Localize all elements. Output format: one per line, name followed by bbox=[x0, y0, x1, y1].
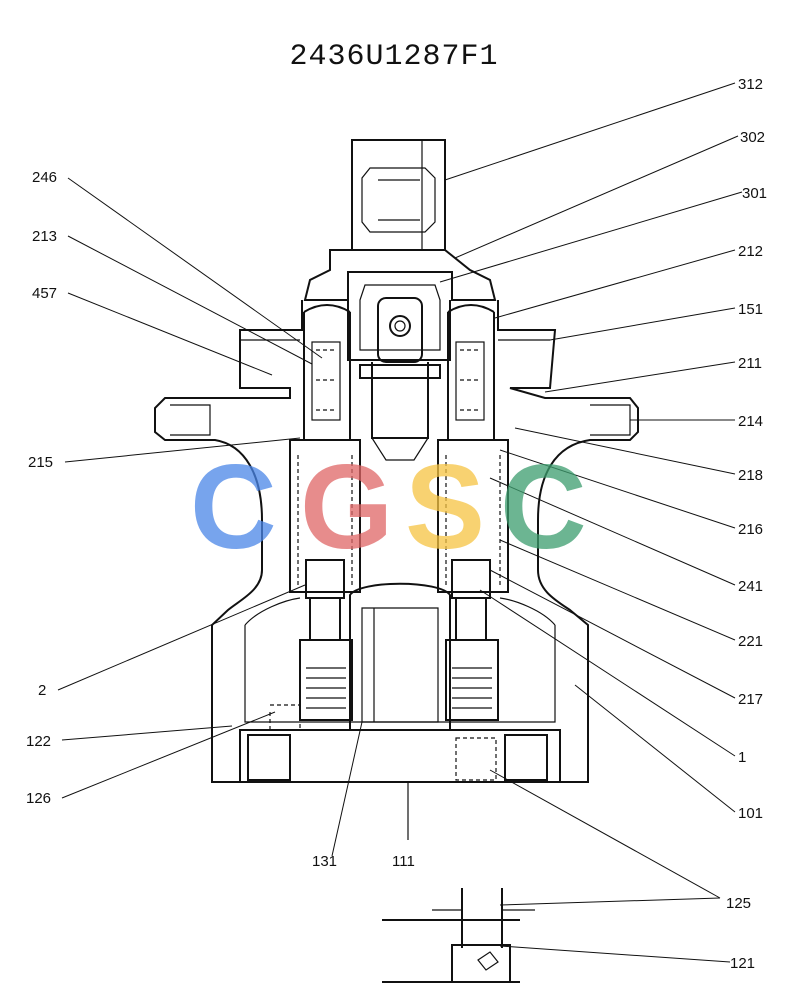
label-111: 111 bbox=[392, 853, 415, 870]
label-122: 122 bbox=[26, 733, 51, 750]
label-241: 241 bbox=[738, 578, 763, 595]
watermark-letter: C bbox=[190, 440, 277, 574]
label-1: 1 bbox=[738, 749, 746, 766]
label-121: 121 bbox=[730, 955, 755, 972]
label-131: 131 bbox=[312, 853, 337, 870]
cap-nut bbox=[351, 139, 446, 251]
label-126: 126 bbox=[26, 790, 51, 807]
label-221: 221 bbox=[738, 633, 763, 650]
part-labels: 312 302 301 212 151 211 214 218 216 241 … bbox=[26, 76, 767, 972]
label-246: 246 bbox=[32, 169, 57, 186]
label-125: 125 bbox=[726, 895, 751, 912]
upper-cover bbox=[303, 249, 497, 301]
label-211: 211 bbox=[738, 355, 762, 372]
label-301: 301 bbox=[742, 185, 767, 202]
label-218: 218 bbox=[738, 467, 763, 484]
label-302: 302 bbox=[740, 129, 765, 146]
leader-lines bbox=[57, 82, 743, 963]
watermark-letter: G bbox=[300, 440, 393, 574]
label-216: 216 bbox=[738, 521, 763, 538]
label-312: 312 bbox=[738, 76, 763, 93]
label-457: 457 bbox=[32, 285, 57, 302]
label-214: 214 bbox=[738, 413, 763, 430]
watermark-letter: C bbox=[500, 440, 587, 574]
drawing-title: 2436U1287F1 bbox=[289, 40, 499, 74]
label-2: 2 bbox=[38, 682, 46, 699]
watermark: C G S C bbox=[190, 440, 587, 574]
label-101: 101 bbox=[738, 805, 763, 822]
label-212: 212 bbox=[738, 243, 763, 260]
watermark-letter: S bbox=[405, 440, 485, 574]
label-217: 217 bbox=[738, 691, 763, 708]
label-215: 215 bbox=[28, 454, 53, 471]
label-213: 213 bbox=[32, 228, 57, 245]
label-151: 151 bbox=[738, 301, 763, 318]
valve-drawing bbox=[154, 139, 639, 983]
detail-view bbox=[382, 888, 535, 983]
